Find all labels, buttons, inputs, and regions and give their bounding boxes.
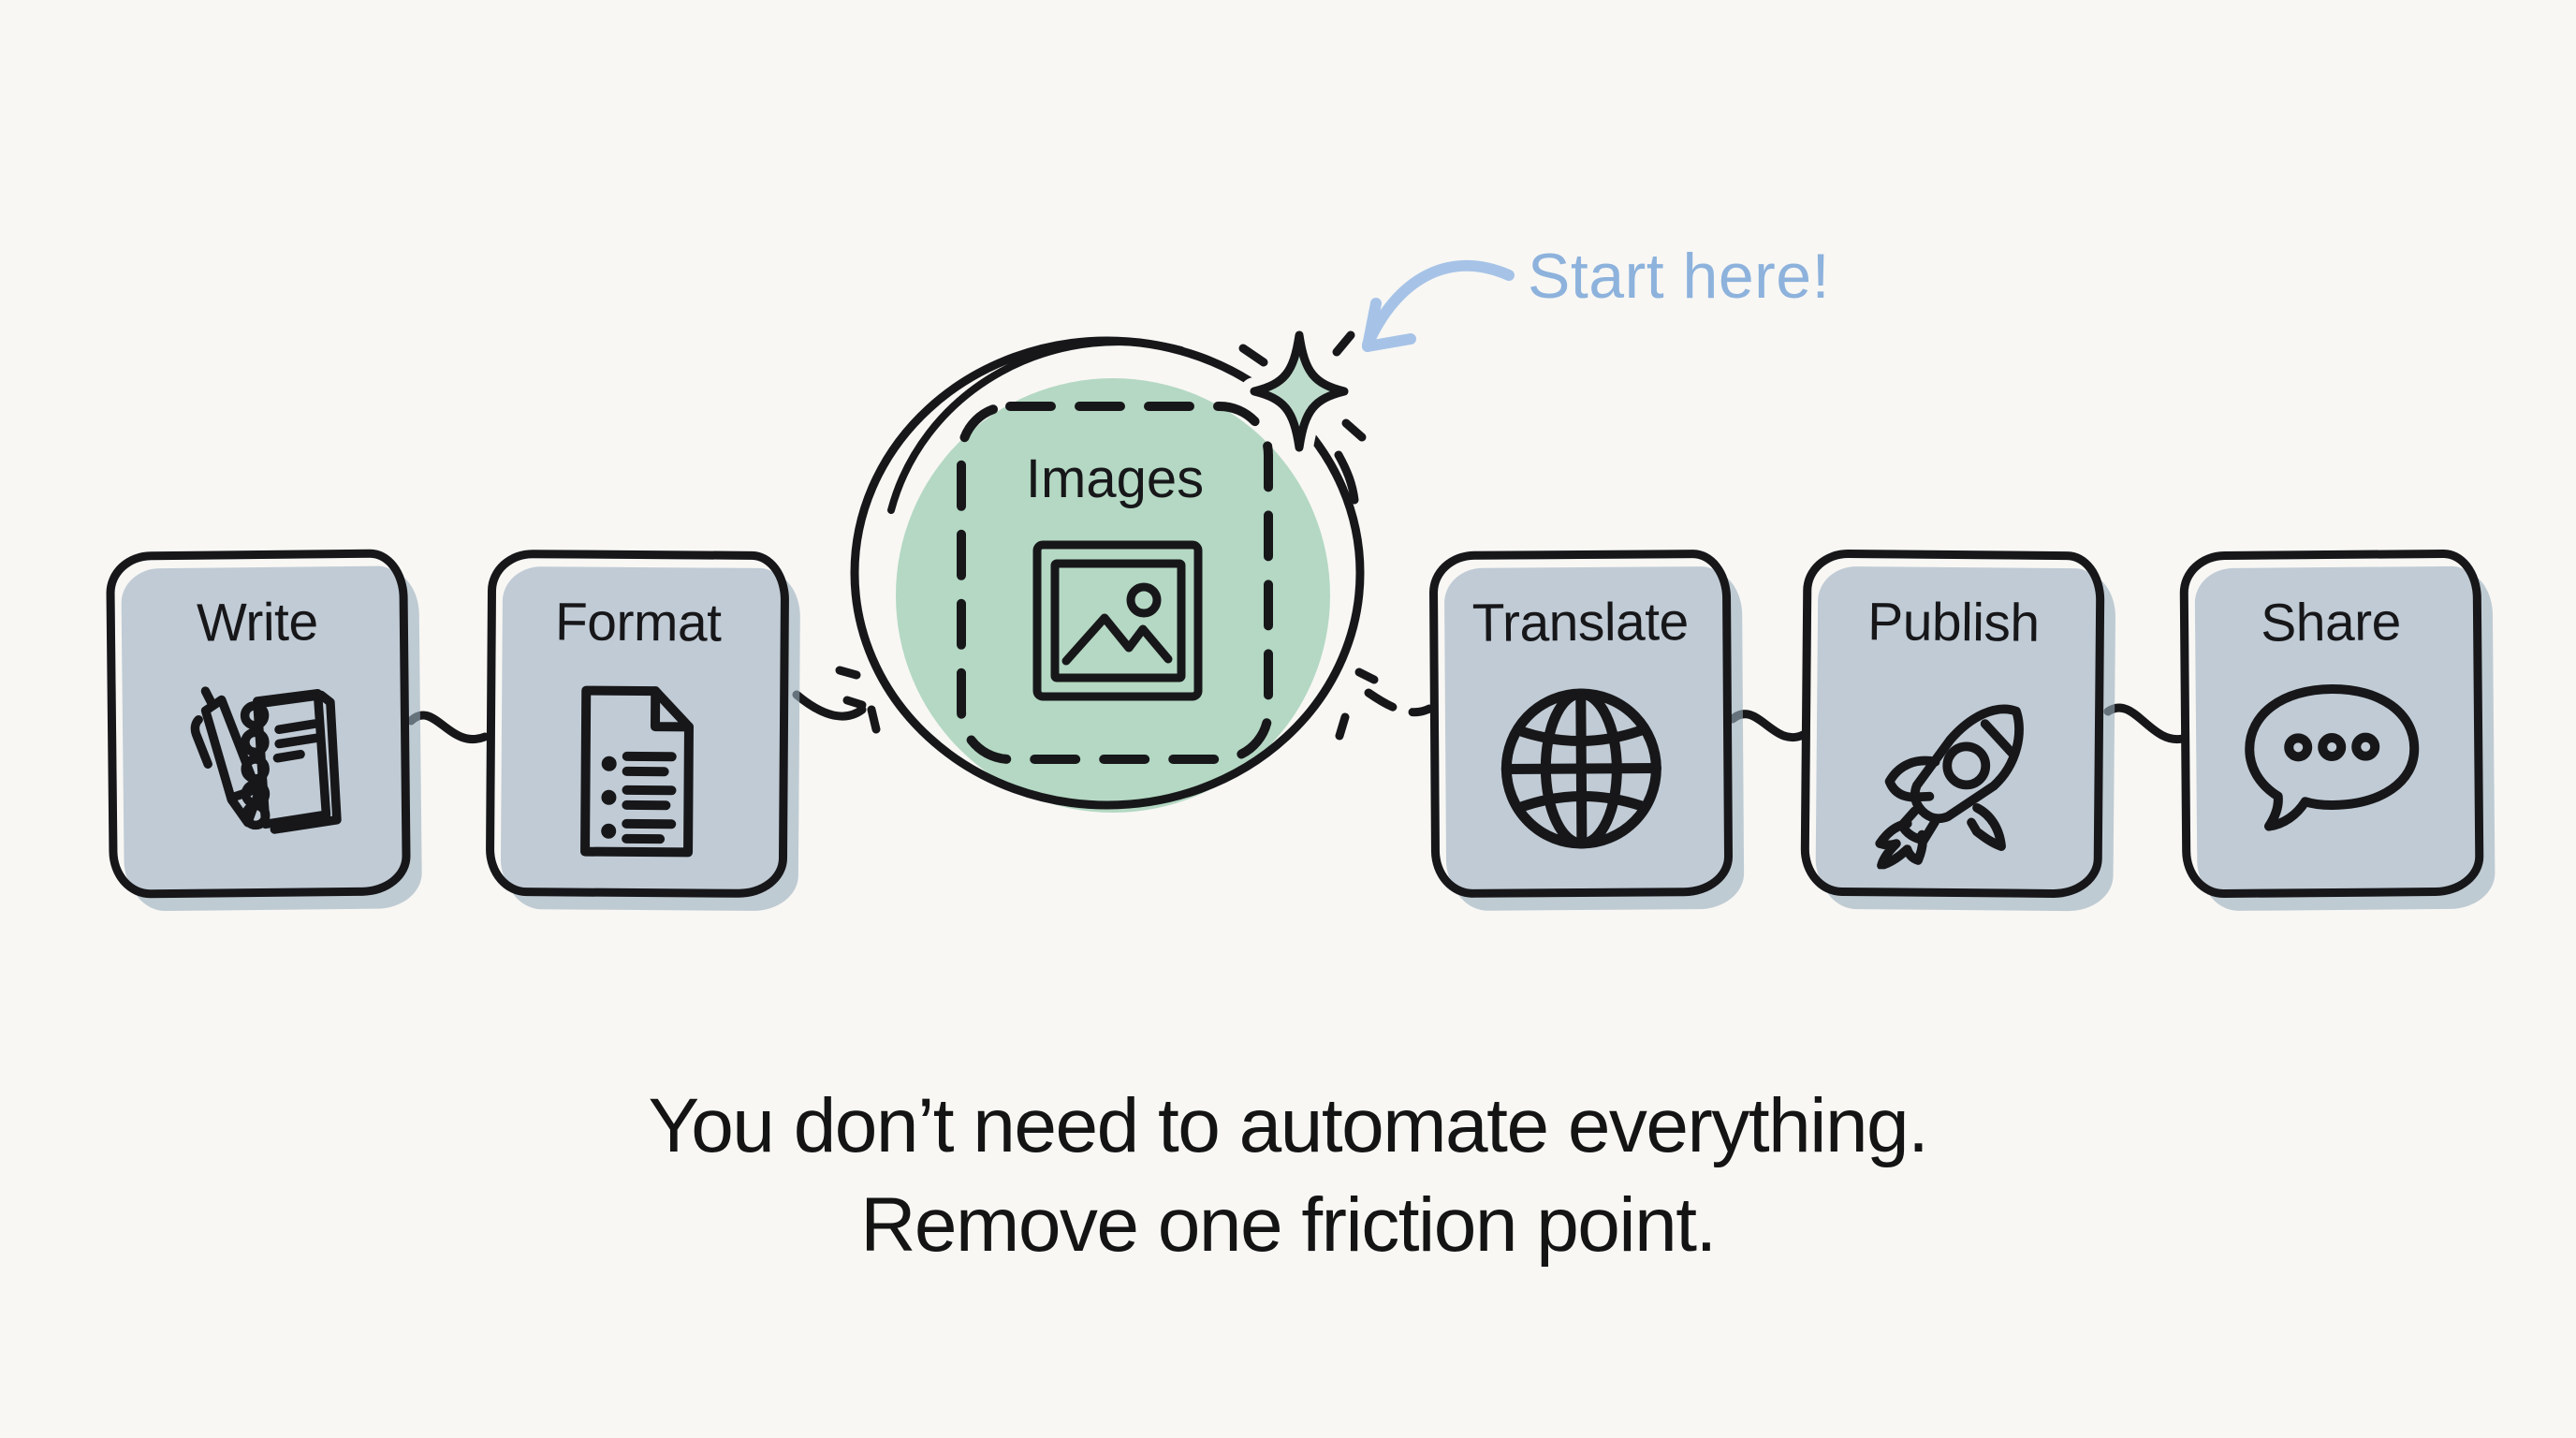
step-label-publish: Publish <box>1866 592 2040 653</box>
step-card-translate: Translate <box>1428 549 1734 899</box>
step-label-share: Share <box>2260 592 2402 653</box>
connector-format-hub <box>792 690 867 721</box>
pen-notebook-icon <box>164 677 353 857</box>
document-list-icon <box>557 677 717 865</box>
step-card-share: Share <box>2179 549 2484 899</box>
caption-line-1: You don’t need to automate everything. <box>648 1083 1929 1168</box>
caption: You don’t need to automate everything. R… <box>0 1077 2576 1275</box>
step-card-format: Format <box>485 549 790 899</box>
connector-write-format <box>406 711 490 743</box>
globe-icon <box>1489 677 1673 860</box>
hub-highlight-circle <box>896 378 1330 813</box>
rocket-icon <box>1855 677 2049 871</box>
connector-translate-publish <box>1728 710 1808 741</box>
caption-line-2: Remove one friction point. <box>860 1181 1717 1268</box>
step-card-publish: Publish <box>1800 549 2105 899</box>
start-here-label: Start here! <box>1528 241 1830 312</box>
step-label-format: Format <box>554 592 722 653</box>
sparkle-icon <box>1238 321 1367 505</box>
step-label-write: Write <box>196 592 318 653</box>
start-here-arrow-icon <box>1362 259 1515 352</box>
image-icon <box>1032 540 1203 701</box>
step-label-translate: Translate <box>1471 592 1689 653</box>
step-card-write: Write <box>106 549 411 899</box>
hub-emphasis-dashes <box>835 666 1379 741</box>
speech-bubble-icon <box>2238 677 2426 840</box>
connector-publish-share <box>2103 703 2188 744</box>
connector-hub-translate <box>1364 688 1434 717</box>
hub-label: Images <box>1025 448 1205 509</box>
hub-outline-circle <box>850 336 1365 810</box>
